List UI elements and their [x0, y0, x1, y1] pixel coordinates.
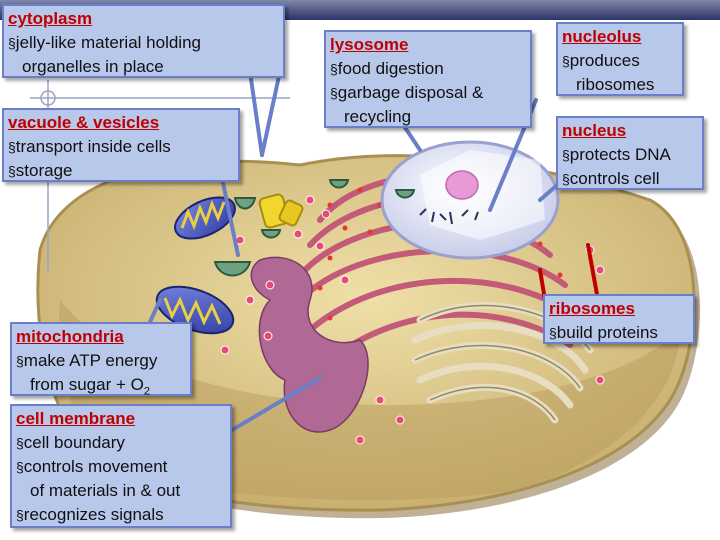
label-lysosome-line: garbage disposal & — [330, 81, 526, 105]
label-mitochondria-line: from sugar + O2 — [16, 373, 186, 397]
pointer-vacuole — [220, 176, 240, 257]
label-nucleolus-line: produces — [562, 49, 678, 73]
smooth-er — [250, 256, 369, 433]
label-ribosomes: ribosomes build proteins — [543, 294, 695, 344]
label-ribosomes-title: ribosomes — [549, 299, 635, 318]
pointer-lysosome — [402, 124, 422, 152]
pointer-ribosomes-a — [586, 243, 600, 302]
label-lysosome: lysosome food digestion garbage disposal… — [324, 30, 532, 128]
label-nucleus-line: controls cell — [562, 167, 698, 191]
label-vacuole-line: transport inside cells — [8, 135, 234, 159]
label-vacuole-line: storage — [8, 159, 234, 183]
pointer-mitochondria — [148, 298, 162, 324]
label-nucleolus-title: nucleolus — [562, 27, 642, 46]
label-cytoplasm: cytoplasm jelly-like material holding or… — [2, 4, 285, 78]
nucleolus — [445, 170, 479, 200]
label-mitochondria-title: mitochondria — [16, 327, 124, 346]
mitochondrion-upper — [174, 196, 236, 240]
pointer-nucleus — [538, 184, 558, 202]
label-vacuole-title: vacuole & vesicles — [8, 113, 160, 132]
label-mitochondria-subscript: 2 — [143, 385, 150, 398]
label-mitochondria: mitochondria make ATP energy from sugar … — [10, 322, 192, 397]
label-cell-membrane-title: cell membrane — [16, 409, 136, 428]
label-nucleus-title: nucleus — [562, 121, 627, 140]
label-lysosome-line: recycling — [344, 107, 412, 126]
label-nucleus: nucleus protects DNA controls cell — [556, 116, 704, 190]
label-cell-membrane-line: cell boundary — [16, 431, 226, 455]
label-mitochondria-text: from sugar + O — [30, 375, 144, 394]
label-mitochondria-line: make ATP energy — [16, 349, 186, 373]
label-nucleolus-line: ribosomes — [576, 75, 655, 94]
label-lysosome-line: food digestion — [330, 57, 526, 81]
label-cell-membrane: cell membrane cell boundary controls mov… — [10, 404, 232, 528]
pointer-membrane — [230, 376, 322, 432]
label-vacuole: vacuole & vesicles transport inside cell… — [2, 108, 240, 182]
label-cytoplasm-line: organelles in place — [22, 57, 164, 76]
label-cell-membrane-line: of materials in & out — [30, 481, 181, 500]
label-cell-membrane-line: recognizes signals — [16, 503, 226, 527]
label-nucleolus: nucleolus produces ribosomes — [556, 22, 684, 96]
free-ribosomes — [220, 195, 625, 445]
label-ribosomes-line: build proteins — [549, 321, 689, 345]
label-cytoplasm-title: cytoplasm — [8, 9, 93, 28]
label-lysosome-title: lysosome — [330, 35, 409, 54]
nucleus — [380, 140, 560, 260]
centrioles — [258, 193, 304, 229]
vacuole-vesicles — [213, 179, 416, 277]
pointer-cytoplasm — [248, 70, 264, 157]
label-nucleus-line: protects DNA — [562, 143, 698, 167]
label-cytoplasm-line: jelly-like material holding — [8, 31, 279, 55]
label-cell-membrane-line: controls movement — [16, 455, 226, 479]
